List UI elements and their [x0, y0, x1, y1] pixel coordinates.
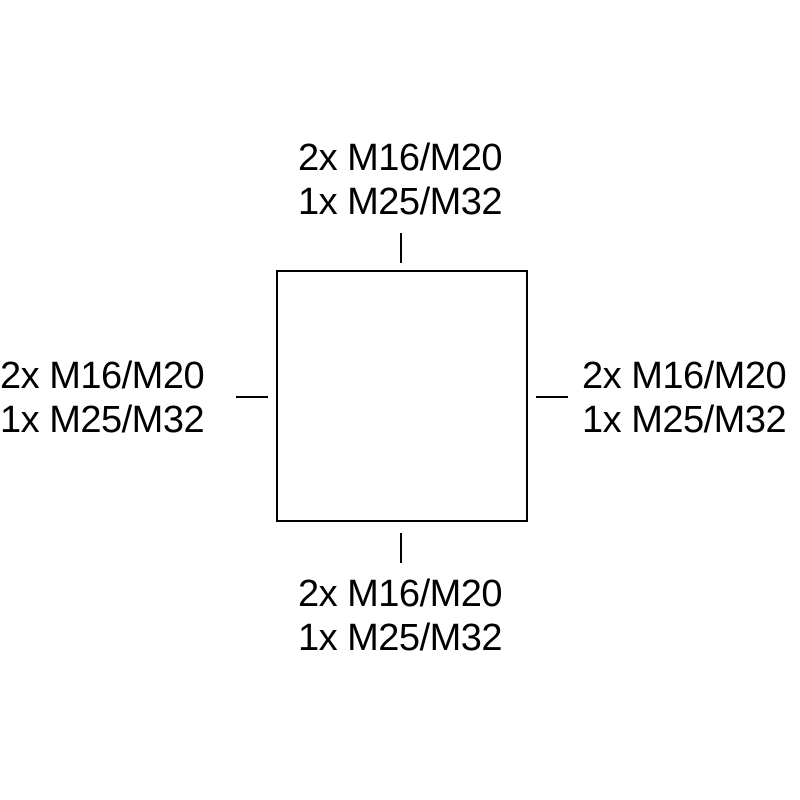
right-entry-line-2: 1x M25/M32	[582, 399, 787, 441]
right-entry-label: 2x M16/M20 1x M25/M32	[582, 354, 787, 442]
bottom-entry-tick	[400, 533, 402, 563]
bottom-entry-label: 2x M16/M20 1x M25/M32	[250, 572, 550, 660]
left-entry-line-2: 1x M25/M32	[0, 399, 205, 441]
right-entry-tick	[536, 396, 568, 398]
top-entry-line-2: 1x M25/M32	[297, 181, 503, 223]
bottom-entry-line-2: 1x M25/M32	[297, 617, 503, 659]
left-entry-tick	[236, 396, 268, 398]
top-entry-tick	[400, 233, 402, 263]
top-entry-line-1: 2x M16/M20	[297, 137, 503, 179]
bottom-entry-line-1: 2x M16/M20	[297, 573, 503, 615]
enclosure-box	[276, 270, 528, 522]
right-entry-line-1: 2x M16/M20	[582, 355, 787, 397]
top-entry-label: 2x M16/M20 1x M25/M32	[250, 136, 550, 224]
left-entry-label: 2x M16/M20 1x M25/M32	[0, 354, 205, 442]
left-entry-line-1: 2x M16/M20	[0, 355, 205, 397]
